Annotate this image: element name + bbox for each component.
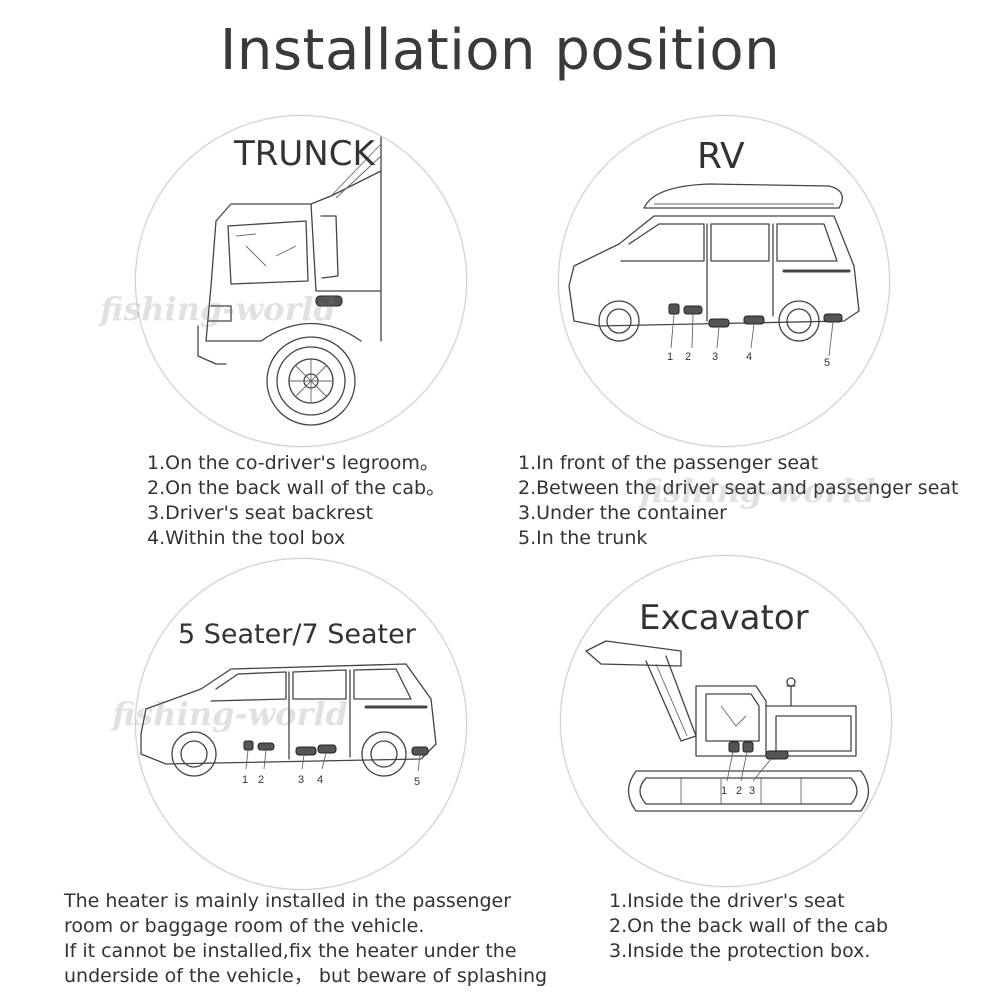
truck-position-4: 4.Within the tool box <box>147 527 346 549</box>
rv-diagram-circle: 1 2 3 4 5 RV <box>558 115 890 447</box>
seater-paragraph: The heater is mainly installed in the pa… <box>64 889 547 989</box>
rv-position-2: 2.Between the driver seat and passenger … <box>518 477 959 499</box>
truck-heater-icon <box>315 295 343 307</box>
page-title: Installation position <box>219 18 781 83</box>
excavator-label-3: 3 <box>749 785 755 797</box>
truck-title: TRUNCK <box>234 134 375 174</box>
seater-label-1: 1 <box>242 774 248 786</box>
excavator-label-2: 2 <box>736 785 742 797</box>
seater-label-5: 5 <box>414 776 420 788</box>
truck-position-1: 1.On the co-driver's legroom。 <box>147 452 439 474</box>
rv-position-1: 1.In front of the passenger seat <box>518 452 819 474</box>
excavator-title: Excavator <box>639 598 809 638</box>
truck-positions-list: 1.On the co-driver's legroom。 2.On the b… <box>147 451 445 551</box>
seater-line-2: room or baggage room of the vehicle. <box>64 915 425 937</box>
rv-label-4: 4 <box>746 351 752 363</box>
excavator-position-1: 1.Inside the driver's seat <box>609 890 845 912</box>
truck-diagram-circle: TRUNCK <box>135 115 467 447</box>
excavator-positions-list: 1.Inside the driver's seat 2.On the back… <box>609 889 888 964</box>
seater-diagram-circle: 1 2 3 4 5 5 Seater/7 Seater <box>135 558 467 890</box>
rv-position-3: 3.Under the container <box>518 502 727 524</box>
excavator-position-2: 2.On the back wall of the cab <box>609 915 889 937</box>
truck-position-2: 2.On the back wall of the cab。 <box>147 477 446 499</box>
seater-line-4: underside of the vehicle， but beware of … <box>64 965 548 987</box>
seater-label-2: 2 <box>258 774 264 786</box>
excavator-label-1: 1 <box>721 785 727 797</box>
rv-illustration: 1 2 3 4 5 <box>568 183 860 369</box>
rv-position-4: 5.In the trunk <box>518 527 648 549</box>
rv-label-3: 3 <box>712 351 718 363</box>
truck-illustration <box>197 130 382 426</box>
excavator-diagram-circle: 1 2 3 Excavator <box>560 555 892 887</box>
seater-line-1: The heater is mainly installed in the pa… <box>64 890 512 912</box>
rv-label-1: 1 <box>667 351 673 363</box>
seater-label-4: 4 <box>317 774 323 786</box>
excavator-position-3: 3.Inside the protection box. <box>609 940 871 962</box>
rv-positions-list: 1.In front of the passenger seat 2.Betwe… <box>518 451 958 551</box>
rv-label-5: 5 <box>824 357 830 369</box>
seater-line-3: If it cannot be installed,fix the heater… <box>64 940 517 962</box>
truck-position-3: 3.Driver's seat backrest <box>147 502 374 524</box>
rv-title: RV <box>697 136 745 177</box>
rv-label-2: 2 <box>685 351 691 363</box>
seater-illustration: 1 2 3 4 5 <box>140 663 437 788</box>
excavator-illustration: 1 2 3 <box>585 640 870 812</box>
seater-title: 5 Seater/7 Seater <box>178 619 416 650</box>
seater-label-3: 3 <box>298 774 304 786</box>
